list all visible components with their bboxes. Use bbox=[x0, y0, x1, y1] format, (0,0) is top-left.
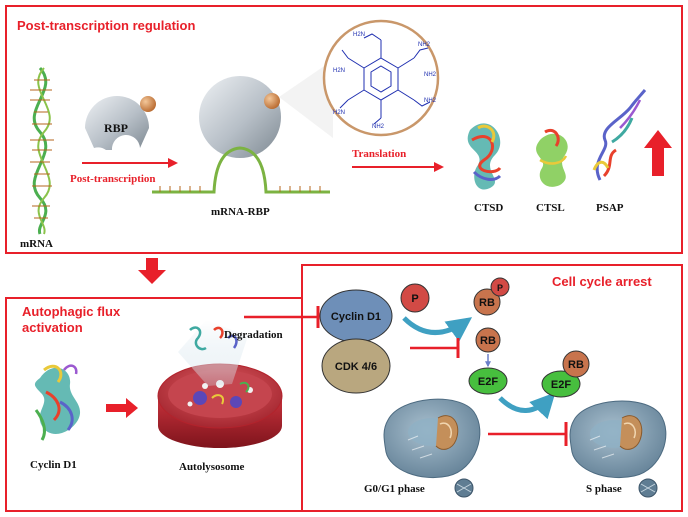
rb-free-node bbox=[562, 350, 590, 378]
ctsd-label: CTSD bbox=[474, 202, 503, 214]
cyclin-d1-left-label: Cyclin D1 bbox=[30, 459, 77, 471]
s-phase-dna-icon bbox=[638, 478, 658, 498]
molecule-inset: H2N NH2 H2N NH2 NH2 H2N NH2 bbox=[322, 19, 440, 137]
e2f-label: E2F bbox=[478, 376, 498, 388]
post-transcription-label: Post-transcription bbox=[70, 173, 156, 185]
p-node-label: P bbox=[411, 293, 418, 305]
rbp-label: RBP bbox=[104, 121, 128, 135]
mrna-strand bbox=[30, 66, 54, 235]
rb-phos-label: RB bbox=[479, 297, 495, 309]
mrna-rbp-complex bbox=[152, 60, 333, 194]
rb-phos-node bbox=[473, 288, 501, 316]
p-small-label: P bbox=[497, 283, 503, 293]
cdk46-node bbox=[321, 338, 391, 394]
translation-label: Translation bbox=[352, 148, 406, 160]
autolysosome bbox=[157, 320, 283, 448]
rb-free-label: RB bbox=[568, 359, 584, 371]
panel-down-arrow bbox=[138, 258, 166, 284]
cell-cycle-panel bbox=[301, 264, 683, 512]
psap-structure bbox=[592, 89, 647, 181]
phosphorylation-arrow bbox=[402, 316, 473, 342]
mrna-rbp-label: mRNA-RBP bbox=[211, 206, 270, 218]
chem-nh2-6: H2N bbox=[333, 110, 345, 116]
psap-label: PSAP bbox=[596, 202, 624, 214]
cyclin-d1-structure bbox=[34, 364, 81, 441]
rbp-bead bbox=[140, 96, 156, 112]
chem-nh2-5: NH2 bbox=[424, 98, 437, 104]
s-phase-cell bbox=[569, 400, 667, 478]
chem-nh2-1: H2N bbox=[353, 32, 365, 38]
e2f-free-label: E2F bbox=[551, 379, 571, 391]
s-phase-label: S phase bbox=[586, 483, 622, 495]
cdk46-node-label: CDK 4/6 bbox=[335, 361, 377, 373]
autolysosome-label: Autolysosome bbox=[179, 461, 245, 473]
rb-bound-label: RB bbox=[480, 335, 496, 347]
g0g1-label: G0/G1 phase bbox=[364, 483, 425, 495]
p-node bbox=[400, 283, 430, 313]
cyclin-d1-node-label: Cyclin D1 bbox=[331, 311, 381, 323]
ctsl-label: CTSL bbox=[536, 202, 565, 214]
mrna-rbp-strand bbox=[152, 146, 330, 194]
e2f-release-arrow bbox=[498, 392, 556, 420]
degradation-label: Degradation bbox=[224, 329, 283, 341]
p-small-node bbox=[490, 277, 510, 297]
autophagic-title-line1: Autophagic flux bbox=[22, 304, 121, 319]
g0g1-cell bbox=[383, 398, 481, 478]
autophagic-title-line2: activation bbox=[22, 320, 83, 335]
chem-nh2-4: NH2 bbox=[424, 72, 437, 78]
ctsd-structure bbox=[467, 123, 502, 190]
mrna-rbp-bead bbox=[264, 93, 280, 109]
post-transcription-title: Post-transcription regulation bbox=[17, 18, 195, 33]
e2f-node bbox=[468, 367, 508, 395]
mrna-label: mRNA bbox=[20, 238, 53, 250]
to-autolysosome-arrow bbox=[106, 398, 138, 418]
chem-nh2-3: H2N bbox=[333, 68, 345, 74]
g0g1-dna-icon bbox=[454, 478, 474, 498]
rbp-protein bbox=[85, 96, 156, 150]
e2f-free-node bbox=[541, 370, 581, 398]
chem-nh2-7: NH2 bbox=[372, 124, 385, 130]
rb-bound-node bbox=[475, 327, 501, 353]
post-transcription-panel bbox=[5, 5, 683, 254]
ctsl-structure bbox=[536, 129, 568, 187]
upregulation-arrow bbox=[644, 130, 672, 176]
chem-nh2-2: NH2 bbox=[418, 42, 431, 48]
cell-cycle-title: Cell cycle arrest bbox=[552, 274, 652, 289]
